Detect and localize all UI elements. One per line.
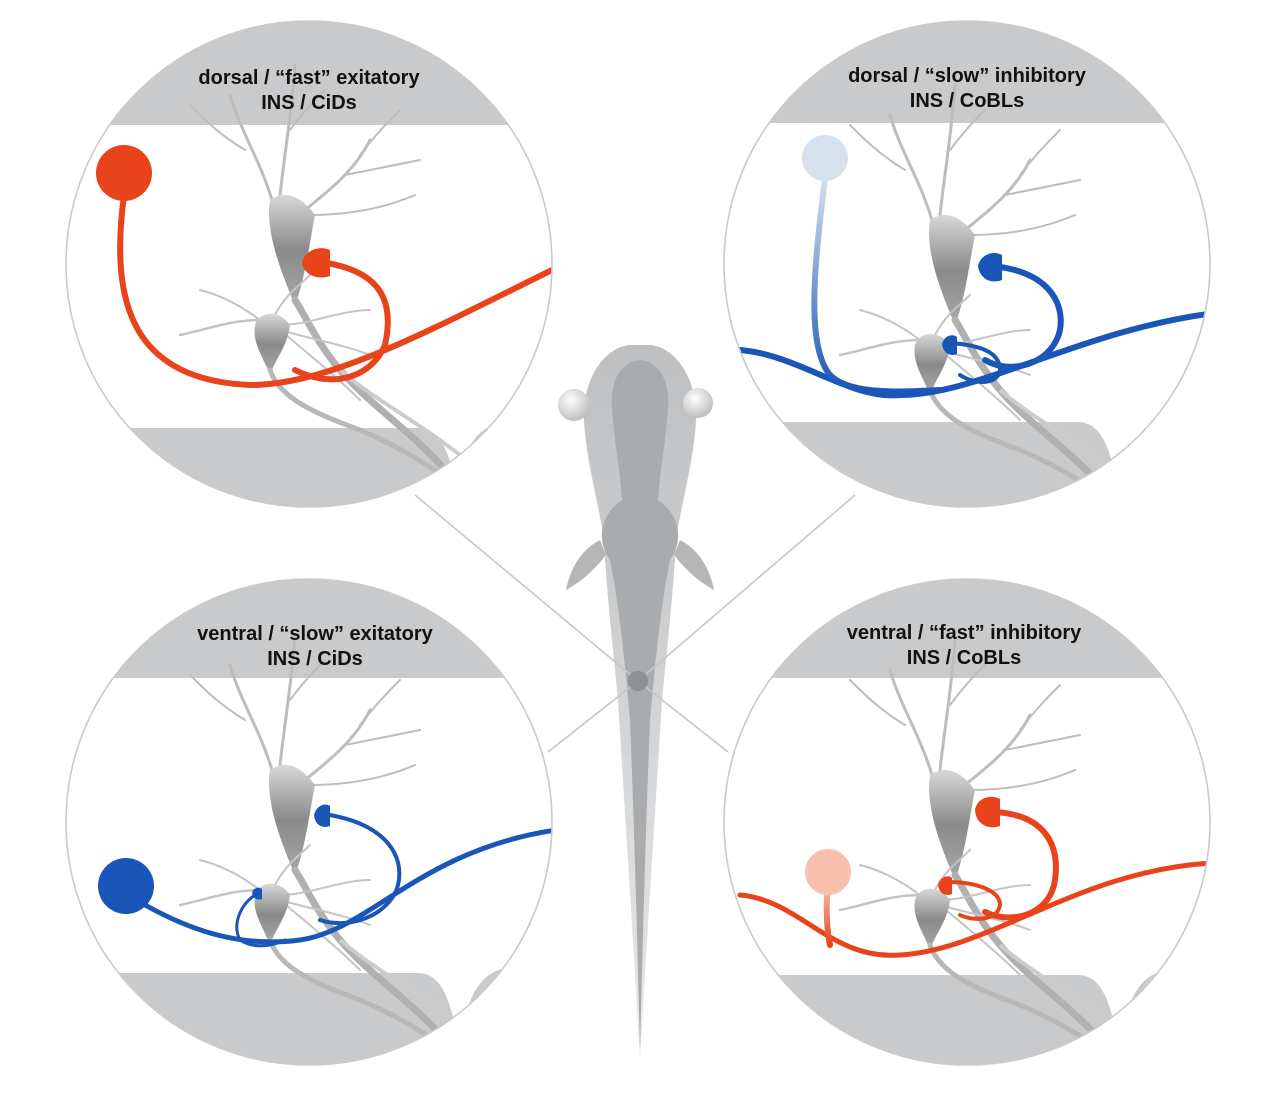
right-pectoral-fin xyxy=(674,540,714,590)
synapse-terminal xyxy=(975,797,1000,827)
right-eye xyxy=(683,388,713,418)
synapse-terminal xyxy=(314,804,330,827)
synapse-terminal xyxy=(978,253,1002,281)
panel-dorsal-fast-excitatory: dorsal / “fast” exitatory INS / CiDs xyxy=(60,20,560,520)
interneuron-soma xyxy=(805,849,851,895)
interneuron-soma xyxy=(98,858,154,914)
left-eye xyxy=(558,389,590,421)
cross-section-marker xyxy=(628,671,648,691)
panel-title-line2: INS / CiDs xyxy=(261,92,357,114)
larva-illustration xyxy=(558,345,714,1060)
panel-title-line2: INS / CoBLs xyxy=(907,647,1021,669)
axon-path xyxy=(120,195,556,385)
panel-title-line1: dorsal / “fast” exitatory xyxy=(198,67,420,89)
panel-dorsal-slow-inhibitory: dorsal / “slow” inhibitory INS / CoBLs xyxy=(720,20,1220,520)
panel-ventral-fast-inhibitory: ventral / “fast” inhibitory INS / CoBLs xyxy=(720,570,1220,1080)
panel-title-line1: ventral / “slow” exitatory xyxy=(197,623,434,645)
panel-title-line2: INS / CoBLs xyxy=(910,90,1024,112)
panel-title-line1: dorsal / “slow” inhibitory xyxy=(848,65,1087,87)
interneuron-soma xyxy=(802,135,848,181)
panel-title-line1: ventral / “fast” inhibitory xyxy=(847,622,1082,644)
panel-title-line2: INS / CiDs xyxy=(267,648,363,670)
axon-path xyxy=(145,830,556,942)
panel-ventral-slow-excitatory: ventral / “slow” exitatory INS / CiDs xyxy=(60,570,560,1080)
left-pectoral-fin xyxy=(566,540,606,590)
interneuron-soma xyxy=(96,145,152,201)
